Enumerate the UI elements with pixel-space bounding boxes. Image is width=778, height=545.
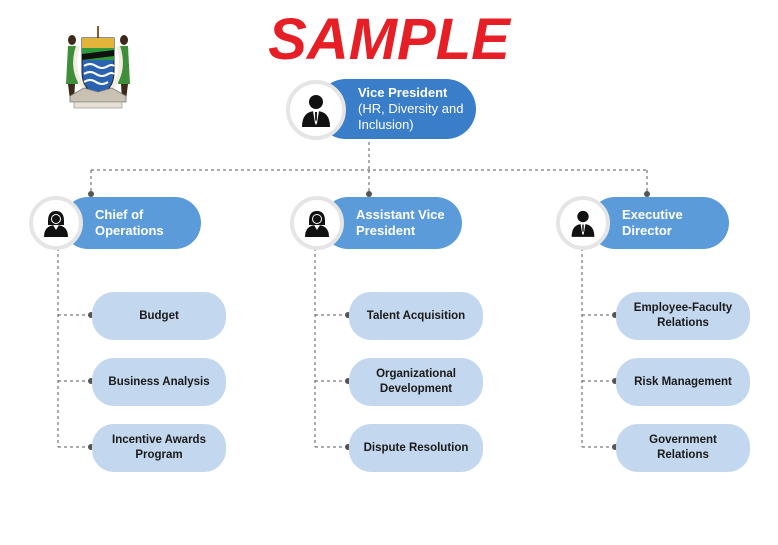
leaf-dispute-resolution: Dispute Resolution: [349, 424, 483, 472]
avatar: [290, 196, 344, 250]
leaf-government-relations: Government Relations: [616, 424, 750, 472]
node-title: Vice President: [358, 85, 448, 100]
node-title: Chief of Operations: [95, 207, 164, 238]
node-executive-director: Executive Director: [589, 197, 729, 249]
leaf-business-analysis: Business Analysis: [92, 358, 226, 406]
leaf-label: Talent Acquisition: [366, 309, 466, 322]
node-assistant-vice-president: Assistant Vice President: [322, 197, 462, 249]
leaf-label: Employee-Faculty Relations: [633, 302, 733, 329]
node-vice-president: Vice President (HR, Diversity and Inclus…: [316, 79, 476, 139]
leaf-label: Dispute Resolution: [363, 441, 469, 454]
leaf-label: Risk Management: [634, 375, 732, 388]
node-subtitle: (HR, Diversity and Inclusion): [358, 101, 464, 132]
coat-of-arms-emblem: [66, 26, 130, 109]
node-chief-of-operations: Chief of Operations: [62, 197, 201, 249]
leaf-label: Budget: [139, 309, 179, 322]
node-title: Executive Director: [622, 207, 683, 238]
leaf-risk-management: Risk Management: [616, 358, 750, 406]
avatar: [556, 196, 610, 250]
person-male-icon: [571, 210, 595, 237]
leaf-incentive-awards-program: Incentive Awards Program: [92, 424, 226, 472]
leaf-organizational-development: Organizational Development: [349, 358, 483, 406]
leaf-employee-faculty-relations: Employee-Faculty Relations: [616, 292, 750, 340]
leaf-budget: Budget: [92, 292, 226, 340]
person-female-icon: [305, 211, 329, 237]
leaf-label: Organizational Development: [376, 368, 456, 395]
leaf-label: Incentive Awards Program: [112, 434, 206, 461]
sample-watermark: SAMPLE: [268, 7, 510, 72]
person-male-icon: [302, 95, 330, 127]
avatar: [286, 80, 346, 140]
leaf-label: Government Relations: [649, 434, 717, 461]
leaf-label: Business Analysis: [108, 375, 210, 388]
leaf-talent-acquisition: Talent Acquisition: [349, 292, 483, 340]
avatar: [29, 196, 83, 250]
node-title: Assistant Vice President: [356, 207, 445, 238]
person-female-icon: [44, 211, 68, 237]
